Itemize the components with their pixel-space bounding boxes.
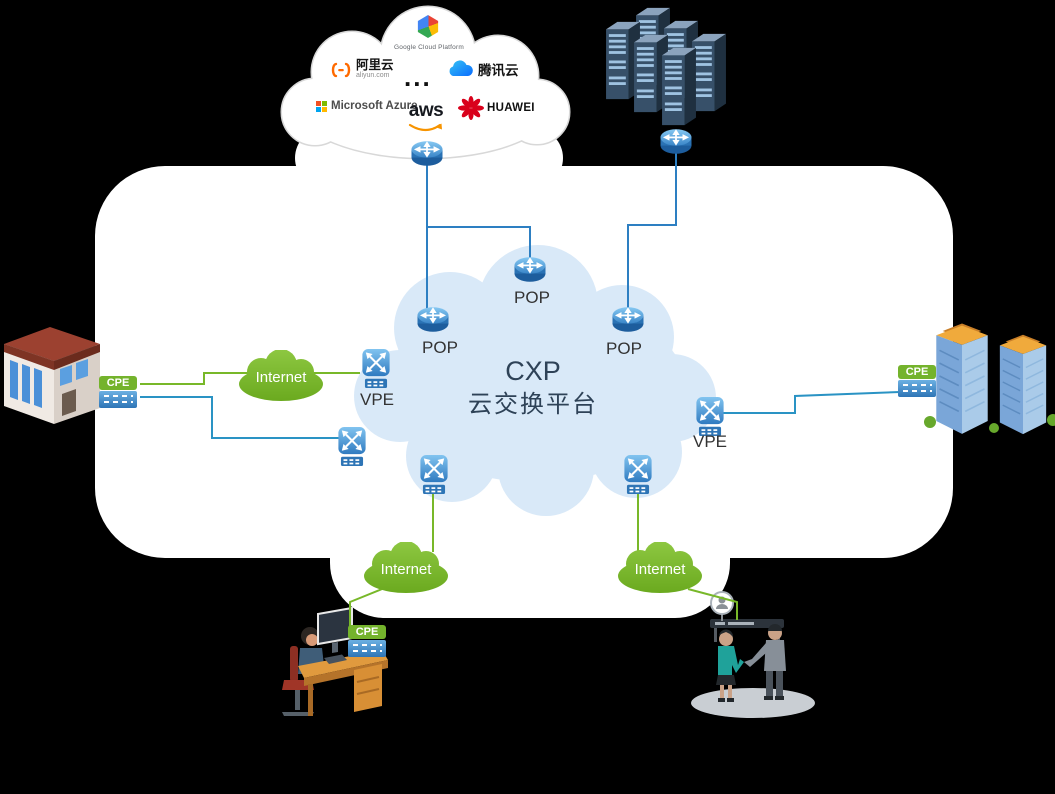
- vpe-label-left: VPE: [359, 390, 395, 409]
- vpe-label-right: VPE: [692, 432, 728, 451]
- cpe-bottom-label: CPE: [348, 625, 386, 639]
- cpe-left-label: CPE: [99, 376, 137, 390]
- alibaba-cloud-sublabel: aliyun.com: [356, 72, 390, 79]
- link-internet-bl-to-cpe: [349, 588, 383, 628]
- link-vpe-right-to-cpe-right: [722, 391, 901, 414]
- switch-vpe-left-icon: [361, 348, 391, 389]
- internet-label-bottom-right: Internet: [634, 561, 686, 578]
- link-racks-to-pop-right: [627, 150, 677, 312]
- pop-label-top: POP: [514, 288, 550, 307]
- microsoft-icon: [316, 100, 327, 112]
- switch-vpe-left-lower-icon: [337, 426, 367, 467]
- connection-lines: [140, 150, 901, 628]
- providers-ellipsis: ...: [404, 62, 432, 92]
- alibaba-cloud-icon: [331, 62, 351, 77]
- handshake-scene: [691, 591, 815, 718]
- person-at-desk: [282, 606, 388, 716]
- router-pop-top-icon: [513, 256, 547, 283]
- router-rack-exit-icon: [659, 128, 693, 155]
- buildings-right: [924, 322, 1055, 435]
- link-cloud-to-pop-top: [427, 226, 531, 262]
- router-pop-right-icon: [611, 306, 645, 333]
- cpe-left-device-icon: [99, 391, 137, 408]
- azure-logo: Microsoft Azure: [316, 100, 417, 112]
- cloud-providers-panel: Google Cloud Platform 阿里云 aliyun.com ...: [300, 12, 556, 162]
- link-cpe-left-to-vpe-lower: [140, 396, 340, 439]
- internet-label-bottom-left: Internet: [380, 561, 432, 578]
- pop-label-right: POP: [606, 339, 642, 358]
- tencent-cloud-icon: [449, 59, 473, 76]
- huawei-logo: HUAWEI: [458, 96, 535, 120]
- switch-vpe-bottom-right-icon: [623, 454, 653, 495]
- internet-label-left: Internet: [255, 369, 307, 386]
- alibaba-cloud-text: 阿里云 aliyun.com: [356, 59, 394, 80]
- office-building-left: [4, 327, 100, 424]
- cxp-subtitle: 云交换平台: [468, 391, 598, 418]
- google-cloud-logo: Google Cloud Platform: [394, 15, 464, 51]
- cpe-bottom: CPE: [348, 625, 386, 657]
- cpe-left: CPE: [99, 376, 137, 408]
- cpe-right-label: CPE: [898, 365, 936, 379]
- cpe-right: CPE: [898, 365, 936, 397]
- provider-cloud: [280, 5, 571, 160]
- pop-label-left: POP: [422, 338, 458, 357]
- tencent-cloud-logo: 腾讯云: [448, 59, 519, 79]
- google-cloud-label: Google Cloud Platform: [394, 44, 464, 51]
- alibaba-cloud-logo: 阿里云 aliyun.com: [330, 59, 394, 80]
- azure-label: Microsoft Azure: [331, 100, 418, 112]
- tencent-cloud-label: 腾讯云: [478, 63, 519, 78]
- huawei-label: HUAWEI: [487, 102, 535, 114]
- google-cloud-icon: [417, 15, 439, 38]
- aws-label: aws: [408, 100, 444, 121]
- router-pop-left-icon: [416, 306, 450, 333]
- aws-logo: aws: [403, 100, 449, 138]
- switch-vpe-right-icon: [695, 396, 725, 437]
- link-internet-br-to-users: [687, 588, 738, 620]
- cpe-bottom-device-icon: [348, 640, 386, 657]
- aws-smile-icon: [408, 123, 442, 132]
- huawei-flower-icon: [458, 96, 484, 120]
- alibaba-cloud-label: 阿里云: [356, 58, 394, 72]
- cpe-right-device-icon: [898, 380, 936, 397]
- cxp-title: CXP: [505, 356, 561, 386]
- switch-vpe-bottom-left-icon: [419, 454, 449, 495]
- server-racks: [606, 7, 726, 126]
